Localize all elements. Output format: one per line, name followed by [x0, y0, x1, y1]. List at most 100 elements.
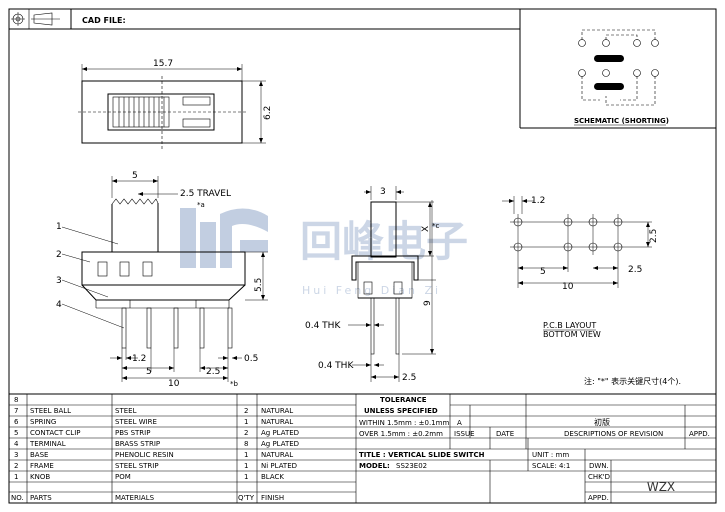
bom-material: STEEL [115, 407, 137, 415]
header-strip: CAD FILE: [9, 9, 716, 129]
bom-row: 6 SPRING STEEL WIRE 1 NATURAL [14, 418, 293, 426]
front-dim-5: 5 [132, 171, 138, 181]
tolerance-label: TOLERANCE [380, 396, 427, 404]
watermark-pinyin: Hui Feng Dian Zi [302, 284, 441, 297]
bom-qty: 1 [244, 418, 248, 426]
unit-label: UNIT : mm [532, 451, 569, 459]
first-edition: 初版 [594, 417, 610, 427]
desc-rev-label: DESCRIPTIONS OF REVISION [564, 430, 663, 438]
bom-no: 7 [14, 407, 18, 415]
signer-initials: WZX [646, 480, 676, 494]
side-dim-xc: X [421, 226, 431, 232]
bom-row: 2 FRAME STEEL STRIP 1 Ni PLATED [14, 462, 297, 470]
bom-material: PHENOLIC RESIN [115, 451, 174, 459]
bom-part: FRAME [30, 462, 54, 470]
unless-label: UNLESS SPECIFIED [364, 407, 438, 415]
bom-material: POM [115, 473, 131, 481]
bom-row: 7 STEEL BALL STEEL 2 NATURAL [14, 407, 293, 415]
bom-material: STEEL WIRE [115, 418, 157, 426]
bom-finish: NATURAL [261, 407, 293, 415]
pcb-title-1: P.C.B LAYOUT [543, 321, 596, 330]
bom-table: 8 7 STEEL BALL STEEL 2 NATURAL 6 SPRING … [9, 393, 716, 503]
side-dim-9: 9 [423, 300, 433, 306]
front-dim-2-5: 2.5 [206, 367, 220, 377]
bom-part: SPRING [30, 418, 56, 426]
pcb-dim-2-5-v: 2.5 [649, 229, 659, 243]
watermark-chinese: 回峰电子 [300, 217, 468, 266]
model-value: SS23E02 [396, 462, 427, 470]
bom-no: 8 [14, 396, 18, 404]
bom-no: 3 [14, 451, 18, 459]
chkd-label: CHK'D [588, 473, 610, 481]
scale-label: SCALE: 4:1 [532, 462, 570, 470]
cad-file-label: CAD FILE: [82, 16, 126, 25]
bom-material: STEEL STRIP [115, 462, 159, 470]
side-dim-3: 3 [380, 187, 386, 197]
schematic-shorting: SCHEMATIC (SHORTING) [574, 29, 669, 126]
callout-4: 4 [56, 300, 62, 310]
bom-row: 5 CONTACT CLIP PBS STRIP 2 Ag PLATED [14, 429, 299, 437]
key-dim-c: *c [432, 222, 440, 230]
bom-finish: NATURAL [261, 451, 293, 459]
bom-part: CONTACT CLIP [30, 429, 81, 437]
appd-label: APPD. [689, 430, 710, 438]
top-view: 15.7 6.2 [78, 59, 273, 150]
bom-header-part: PARTS [30, 494, 52, 502]
front-callouts: 1 2 3 4 [56, 222, 125, 329]
callout-3: 3 [56, 276, 62, 286]
bom-material: PBS STRIP [115, 429, 150, 437]
bom-part: STEEL BALL [30, 407, 71, 415]
drawing-border [8, 8, 717, 504]
pcb-title-2: BOTTOM VIEW [543, 330, 601, 339]
thk-upper: 0.4 THK [305, 321, 341, 331]
front-dim-1-2: 1.2 [132, 354, 146, 364]
pcb-dim-2-5-h: 2.5 [628, 265, 642, 275]
bom-header-qty: Q'TY [238, 494, 255, 502]
front-dim-5-5: 5.5 [254, 278, 264, 292]
bom-no: 6 [14, 418, 19, 426]
bom-row: 3 BASE PHENOLIC RESIN 1 NATURAL [14, 451, 293, 459]
bom-finish: Ag PLATED [261, 429, 299, 437]
bom-qty: 1 [244, 451, 248, 459]
title-block: TOLERANCE UNLESS SPECIFIED WITHIN 1.5mm … [356, 394, 716, 503]
bom-row: 4 TERMINAL BRASS STRIP 8 Ag PLATED [14, 440, 299, 448]
watermark: 回峰电子 Hui Feng Dian Zi [180, 208, 468, 297]
bom-part: TERMINAL [29, 440, 66, 448]
bom-finish: BLACK [261, 473, 284, 481]
within-tol: WITHIN 1.5mm : ±0.1mm [359, 419, 449, 427]
pcb-layout: 1.2 2.5 5 2.5 10 P.C.B LAYOUT BOTTOM VIE… [502, 196, 659, 339]
top-height-dim: 6.2 [263, 106, 273, 120]
bom-qty: 2 [244, 429, 248, 437]
callout-1: 1 [56, 222, 62, 232]
bom-header-row: NO. PARTS MATERIALS Q'TY FINISH [11, 494, 284, 502]
bom-no: 5 [14, 429, 18, 437]
bom-finish: Ni PLATED [261, 462, 297, 470]
dwn-label: DWN. [589, 462, 609, 470]
bom-qty: 1 [244, 462, 248, 470]
front-dim-5-b: 5 [146, 367, 152, 377]
date-label: DATE [496, 430, 514, 438]
bom-finish: Ag PLATED [261, 440, 299, 448]
pcb-dim-5: 5 [540, 267, 546, 277]
bom-row: 8 [14, 396, 18, 404]
callout-2: 2 [56, 250, 62, 260]
over-tol: OVER 1.5mm : ±0.2mm [359, 430, 443, 438]
thk-lower: 0.4 THK [318, 361, 354, 371]
key-dim-note: 注: "*" 表示关键尺寸(4个). [584, 376, 681, 386]
issue-label: ISSUE [454, 430, 475, 438]
bom-no: 2 [14, 462, 18, 470]
bom-qty: 8 [244, 440, 248, 448]
bom-no: 1 [14, 473, 18, 481]
bom-header-no: NO. [11, 494, 24, 502]
pcb-dim-10: 10 [562, 282, 574, 292]
model-label: MODEL: [359, 462, 390, 470]
front-view: 5 2.5 TRAVEL *a 5.5 1 2 [56, 171, 268, 389]
watermark-logo-icon [180, 208, 268, 268]
side-view: 3 X *c 9 0.4 THK 0.4 THK 2.5 [305, 186, 440, 383]
projection-symbol-icon [11, 12, 60, 26]
front-dim-10: 10 [168, 379, 180, 389]
top-width-dim: 15.7 [153, 59, 173, 69]
pcb-dim-1-2: 1.2 [531, 196, 545, 206]
bom-finish: NATURAL [261, 418, 293, 426]
